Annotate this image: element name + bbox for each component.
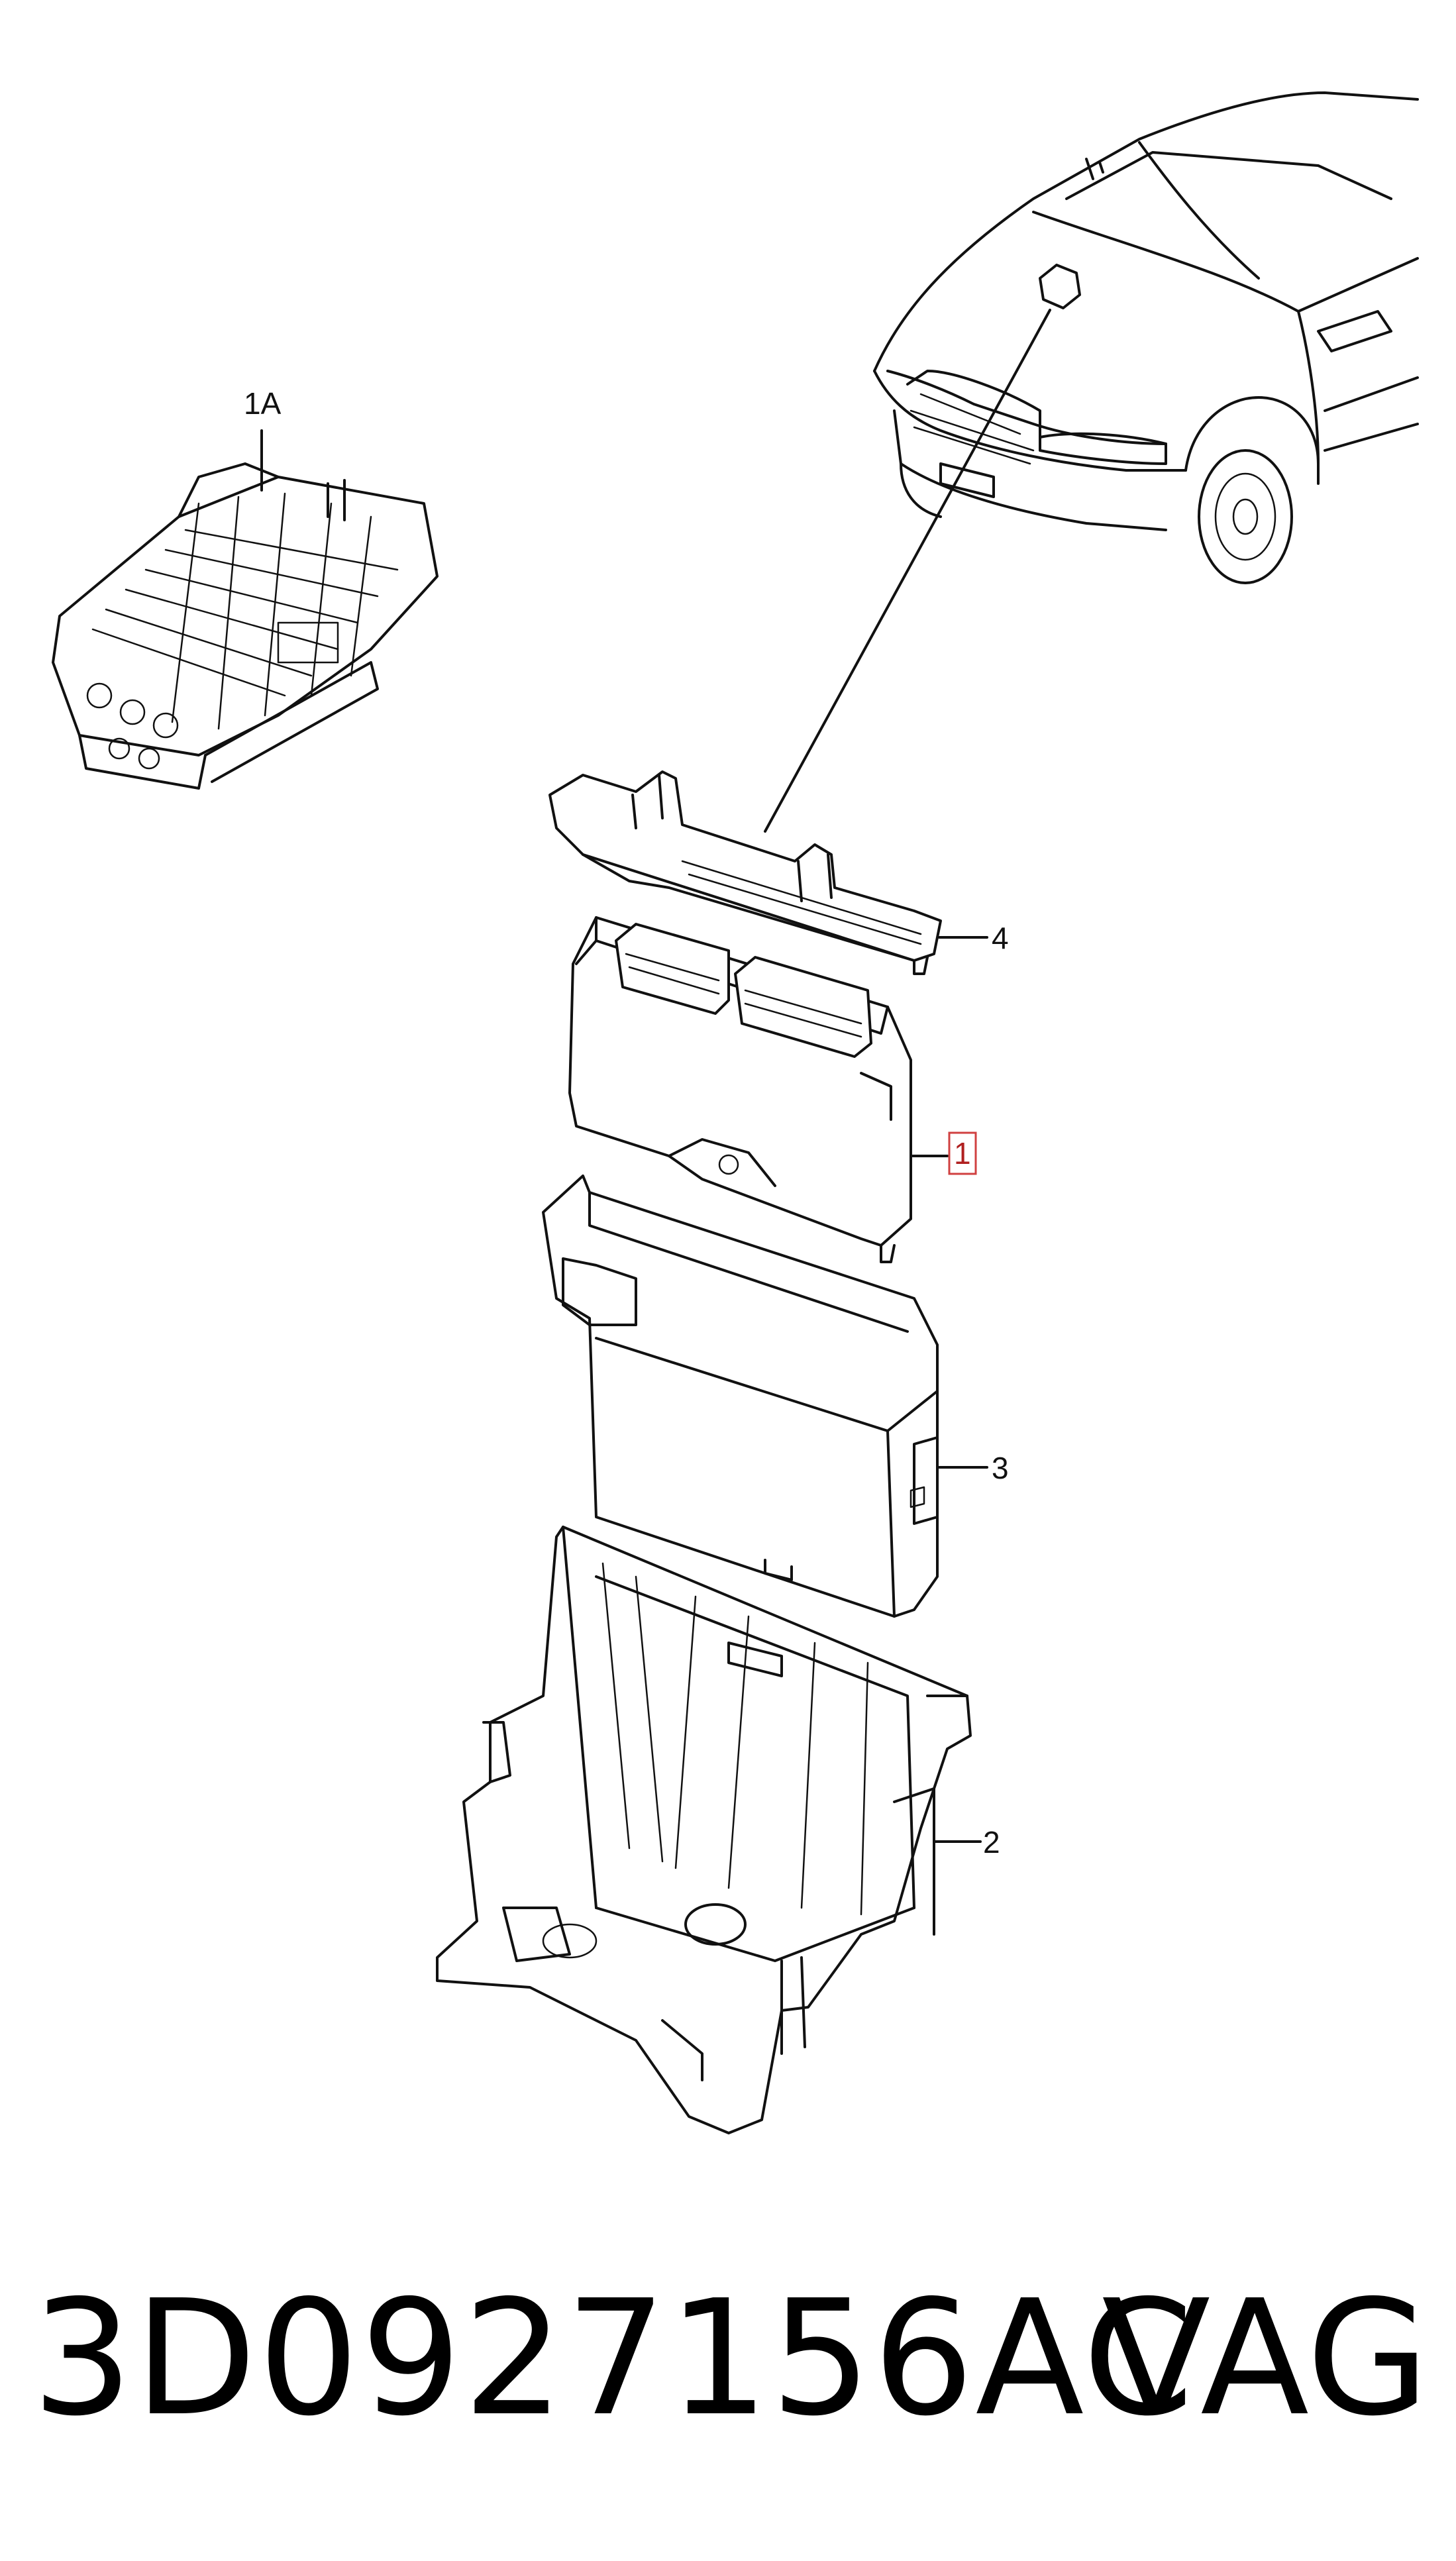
callout-1-highlight	[948, 1131, 977, 1175]
part-number: 3D0927156AC	[32, 2266, 1195, 2451]
bracket-top-illustration	[548, 770, 942, 975]
carrier-tray-illustration	[436, 1526, 972, 2134]
leader-car-to-bracket	[764, 309, 1051, 833]
callout-4: 4	[992, 921, 1009, 955]
callout-3: 3	[992, 1451, 1009, 1485]
control-unit-illustration	[568, 916, 912, 1263]
valve-body-illustration	[52, 462, 439, 790]
callout-2: 2	[983, 1825, 1000, 1859]
callout-1a: 1A	[244, 386, 282, 421]
vehicle-illustration	[873, 91, 1419, 584]
callout-1: 1	[954, 1136, 971, 1171]
housing-illustration	[542, 1175, 939, 1618]
brand-label: VAG	[1102, 2266, 1430, 2451]
